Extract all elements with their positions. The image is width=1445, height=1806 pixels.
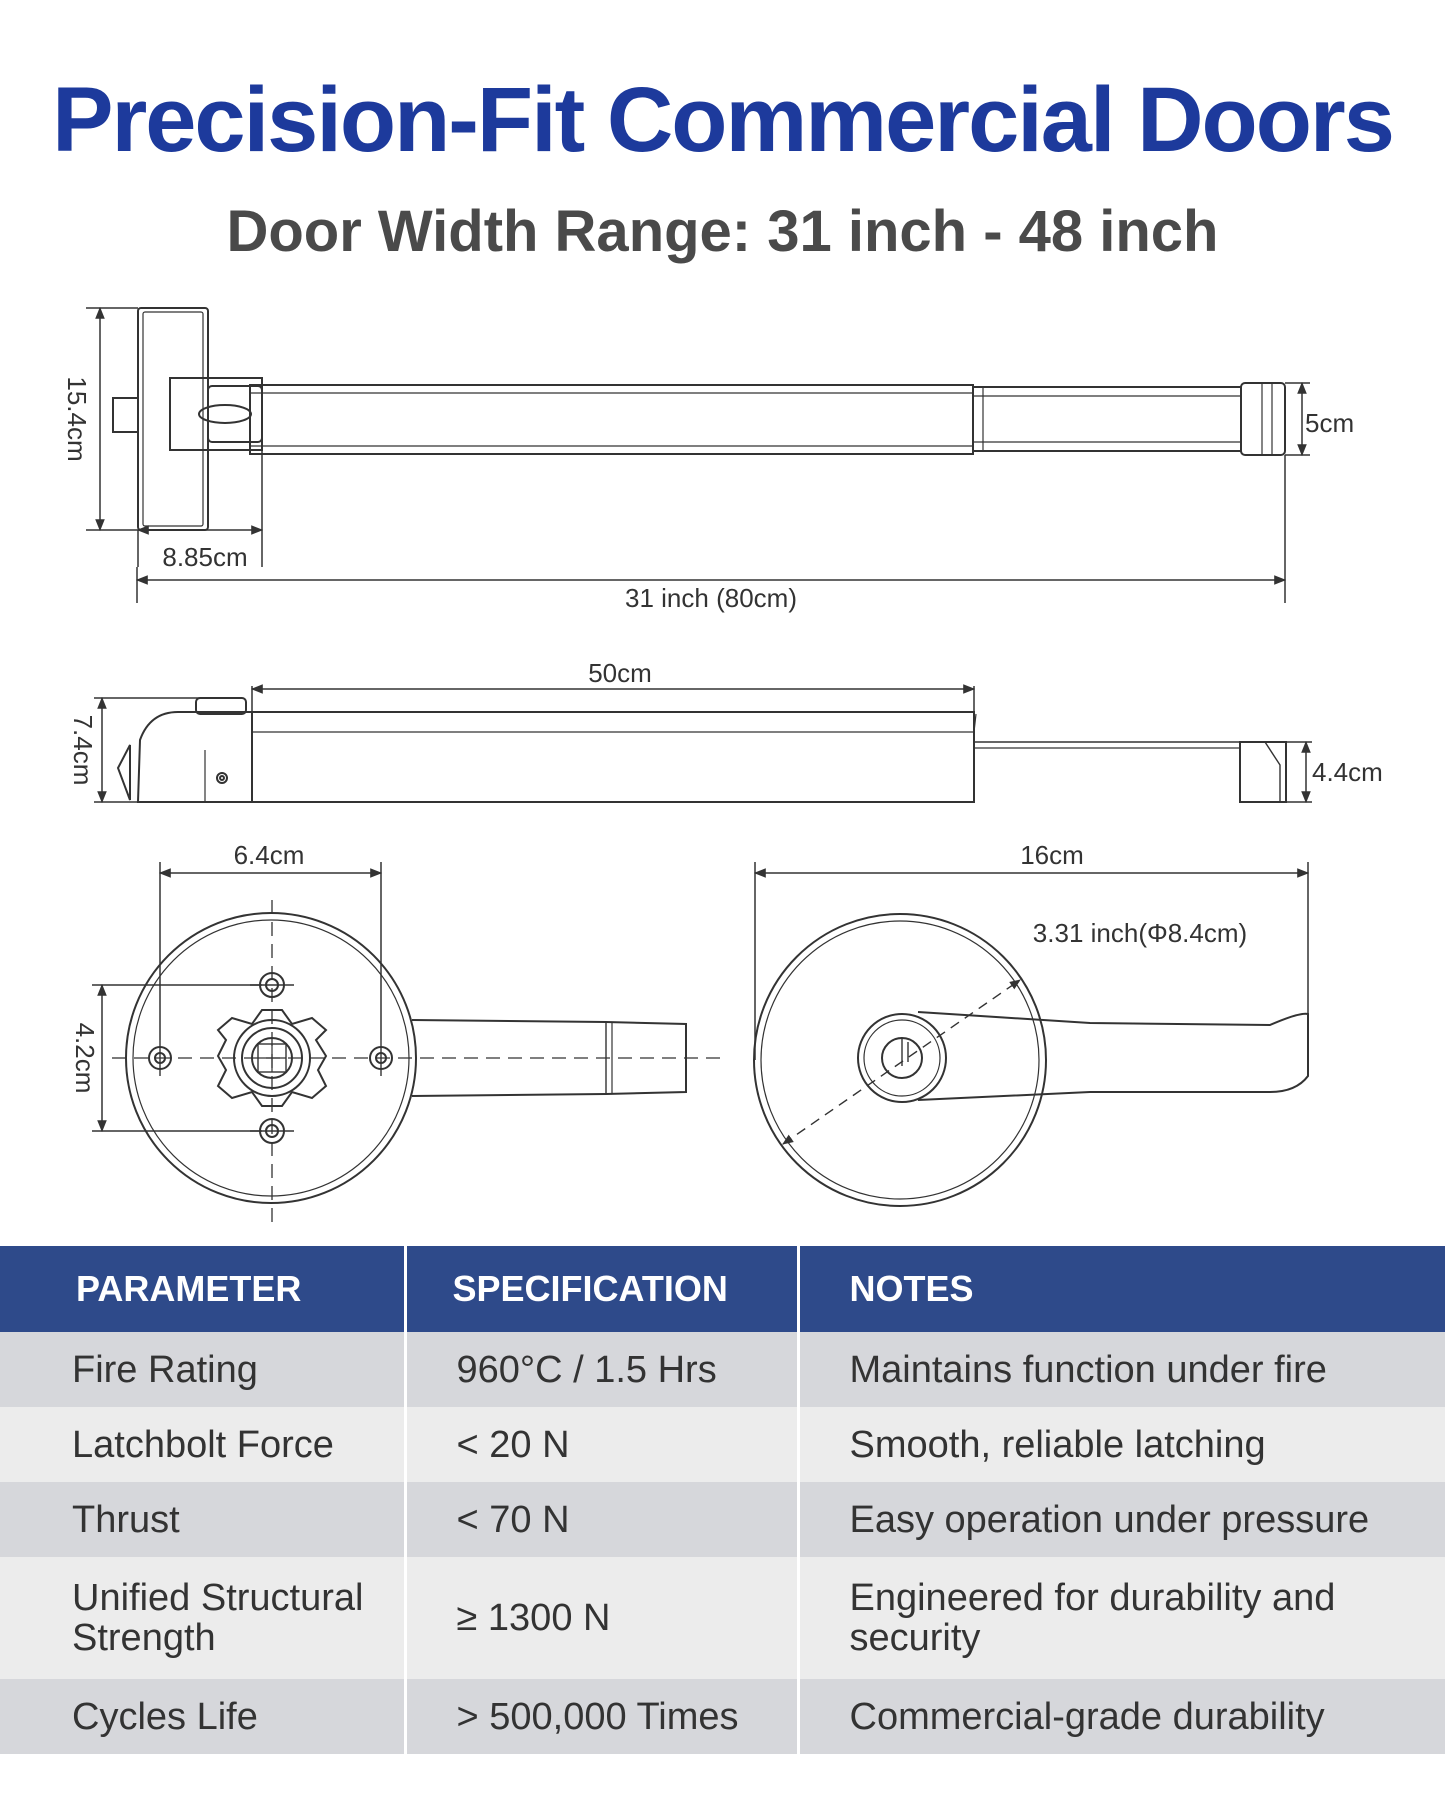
trim-front — [112, 900, 726, 1222]
cell-specification: > 500,000 Times — [405, 1679, 800, 1754]
cell-notes: Commercial-grade durability — [798, 1679, 1445, 1754]
cell-parameter: Unified Structural Strength — [0, 1557, 407, 1679]
dim-hole-spacing-h: 6.4cm — [234, 840, 305, 870]
latch-slot — [198, 404, 252, 424]
cell-specification: < 70 N — [405, 1482, 800, 1557]
col-header-notes: NOTES — [798, 1246, 1445, 1332]
trim-back-dimensions — [753, 862, 1310, 1060]
cell-specification: 960°C / 1.5 Hrs — [405, 1332, 800, 1407]
table-row: Cycles Life > 500,000 Times Commercial-g… — [0, 1679, 1445, 1754]
trim-front-mechanism — [216, 1009, 328, 1107]
spec-table: PARAMETER SPECIFICATION NOTES Fire Ratin… — [0, 1246, 1445, 1754]
col-header-specification: SPECIFICATION — [405, 1246, 800, 1332]
top-view — [112, 307, 1286, 531]
side-view — [116, 697, 1287, 803]
dim-top-height: 15.4cm — [62, 376, 92, 461]
dim-side-height: 7.4cm — [68, 715, 98, 786]
cell-parameter: Latchbolt Force — [0, 1407, 407, 1482]
side-view-dimensions — [94, 684, 1312, 804]
side-head — [136, 711, 253, 803]
top-view-dimensions — [86, 306, 1310, 603]
end-cap — [1240, 382, 1286, 456]
dim-top-base-width: 8.85cm — [162, 542, 247, 572]
cell-specification: ≥ 1300 N — [405, 1557, 800, 1679]
col-header-parameter: PARAMETER — [0, 1246, 407, 1332]
dim-overall-length: 31 inch (80cm) — [625, 583, 797, 613]
cell-notes: Smooth, reliable latching — [798, 1407, 1445, 1482]
trim-back-lever — [917, 1011, 1309, 1101]
table-row: Fire Rating 960°C / 1.5 Hrs Maintains fu… — [0, 1332, 1445, 1407]
technical-drawing: 15.4cm 8.85cm 31 inch (80cm) 5cm 50cm 7.… — [62, 306, 1383, 1222]
dim-push-pad-length: 50cm — [588, 658, 652, 688]
dim-rose-diameter: 3.31 inch(Φ8.4cm) — [1033, 918, 1247, 948]
dim-hole-spacing-v: 4.2cm — [70, 1023, 100, 1094]
page-title: Precision-Fit Commercial Doors — [52, 69, 1395, 171]
dim-end-height: 4.4cm — [1312, 757, 1383, 787]
cell-parameter: Fire Rating — [0, 1332, 407, 1407]
table-row: Thrust < 70 N Easy operation under press… — [0, 1482, 1445, 1557]
cell-notes: Easy operation under pressure — [798, 1482, 1445, 1557]
head-housing — [169, 377, 263, 451]
trim-back — [753, 913, 1309, 1207]
cell-parameter: Thrust — [0, 1482, 407, 1557]
mounting-plate — [137, 307, 209, 531]
push-bar — [249, 384, 974, 455]
table-row: Latchbolt Force < 20 N Smooth, reliable … — [0, 1407, 1445, 1482]
cell-specification: < 20 N — [405, 1407, 800, 1482]
dim-bar-height: 5cm — [1305, 408, 1354, 438]
side-bar — [251, 711, 975, 803]
cell-notes: Engineered for durability and security — [798, 1557, 1445, 1679]
table-header-row: PARAMETER SPECIFICATION NOTES — [0, 1246, 1445, 1332]
cell-parameter: Cycles Life — [0, 1679, 407, 1754]
table-row: Unified Structural Strength ≥ 1300 N Eng… — [0, 1557, 1445, 1679]
page-subtitle: Door Width Range: 31 inch - 48 inch — [226, 199, 1219, 264]
dim-lever-length: 16cm — [1020, 840, 1084, 870]
trim-front-dimensions — [92, 862, 383, 1133]
cell-notes: Maintains function under fire — [798, 1332, 1445, 1407]
